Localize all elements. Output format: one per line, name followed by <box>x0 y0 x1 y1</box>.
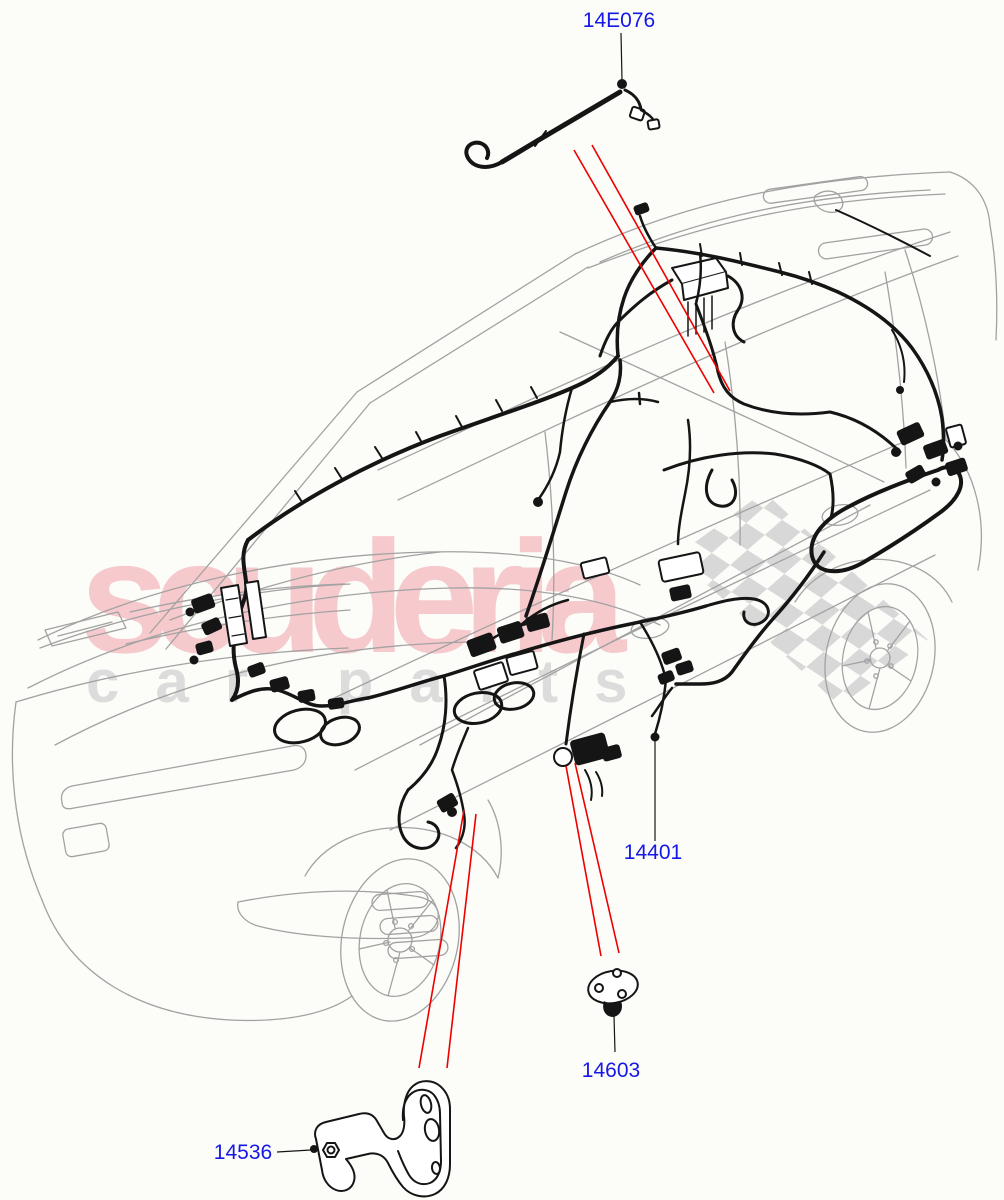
locator-lines <box>418 144 731 1069</box>
harness-connectors <box>185 202 968 817</box>
callout-14603[interactable]: 14603 <box>582 1059 640 1082</box>
watermark-brand-text: scuderia <box>80 507 627 686</box>
part-14536-drawing <box>314 1080 451 1198</box>
callouts: 14E076 14401 14603 14536 <box>214 9 682 1164</box>
vehicle-outline <box>11 171 998 1022</box>
watermark-checkered-flag <box>676 492 928 706</box>
callout-14401[interactable]: 14401 <box>624 841 682 864</box>
front-wheel <box>340 858 460 1022</box>
part-14603-drawing <box>587 968 639 1053</box>
callout-14536[interactable]: 14536 <box>214 1141 272 1164</box>
watermark-tagline-text: car parts <box>86 648 663 715</box>
part-14e076-drawing <box>464 79 661 169</box>
callout-leaders <box>276 32 660 1153</box>
callout-14e076[interactable]: 14E076 <box>583 9 655 32</box>
rear-wheel <box>824 583 936 733</box>
main-harness <box>185 202 968 850</box>
